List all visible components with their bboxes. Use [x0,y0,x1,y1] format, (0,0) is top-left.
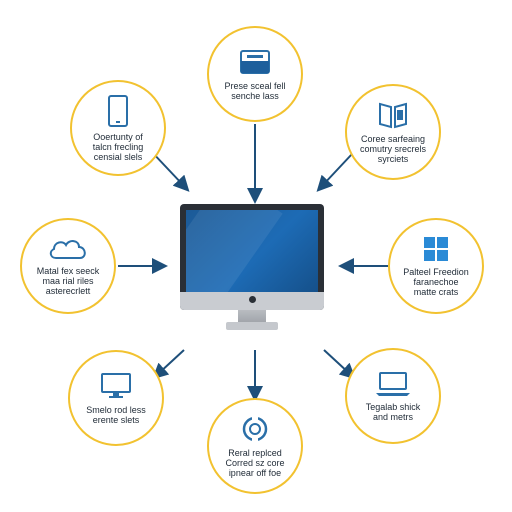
node-bottom: Reral replced Corred sz core ipnear off … [207,398,303,494]
node-label: Ooertunty of talcn frecling censial slel… [92,132,144,162]
arrow-to-bottom-right [323,349,356,380]
node-mid-right: Palteel Freedion faranechoe matte crats [388,218,484,314]
node-top: Prese sceal fell senche lass [207,26,303,122]
node-label: Matal fex seeck maa rial riles asterecrl… [36,266,100,296]
monitor-logo [249,296,256,303]
arrow-from-top-right [316,153,353,192]
tablet-icon [108,95,128,127]
node-top-left: Ooertunty of talcn frecling censial slel… [70,80,166,176]
node-bottom-right: Tegalab shick and metrs [345,348,441,444]
node-label: Reral replced Corred sz core ipnear off … [225,448,285,478]
node-bottom-left: Smelo rod less erente slets [68,350,164,446]
node-label: Palteel Freedion faranechoe matte crats [403,267,469,297]
windows-logo-icon [424,237,448,261]
desktop-monitor-icon [180,204,324,330]
node-label: Tegalab shick and metrs [365,402,421,422]
arrow-to-bottom-left [152,349,185,380]
laptop-icon [376,372,410,396]
monitor-neck [238,310,266,324]
node-top-right: Coree sarfeaing comutry srecrels syrciet… [345,84,441,180]
monitor-icon [101,373,131,398]
node-mid-left: Matal fex seeck maa rial riles asterecrl… [20,218,116,314]
folder-icon [240,50,270,74]
node-label: Smelo rod less erente slets [86,405,146,425]
cloud-icon [49,240,86,259]
open-book-icon [379,102,407,129]
monitor-screen [186,210,318,292]
monitor-foot [226,322,278,330]
sync-icon [242,416,268,442]
node-label: Prese sceal fell senche lass [224,81,286,101]
node-label: Coree sarfeaing comutry srecrels syrciet… [359,134,426,164]
